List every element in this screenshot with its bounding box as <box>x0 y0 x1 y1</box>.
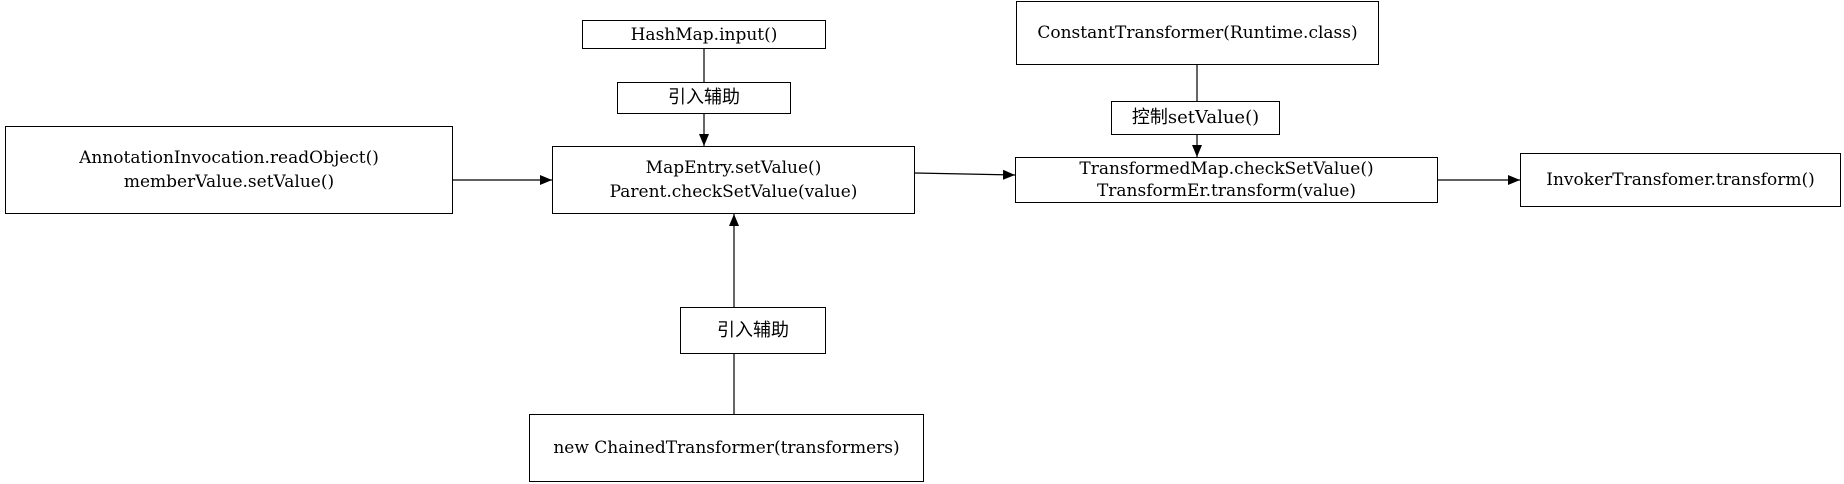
intro-helper-top-text: 引入辅助 <box>668 87 740 108</box>
intro-helper-bottom-text: 引入辅助 <box>717 319 789 341</box>
invoker-transformer-node: InvokerTransfomer.transform() <box>1520 153 1841 207</box>
transformedmap-node: TransformedMap.checkSetValue() Transform… <box>1015 157 1438 203</box>
constant-transformer-text: ConstantTransformer(Runtime.class) <box>1037 23 1358 43</box>
chained-transformer-text: new ChainedTransformer(transformers) <box>553 438 900 458</box>
annotation-invocation-node: AnnotationInvocation.readObject() member… <box>5 126 453 214</box>
intro-helper-bottom-node: 引入辅助 <box>680 307 826 354</box>
arrow-mapentry-to-transformedmap <box>914 169 1016 180</box>
transformedmap-line-2: TransformEr.transform(value) <box>1096 181 1357 201</box>
control-setvalue-node: 控制setValue() <box>1111 101 1280 135</box>
mapentry-node: MapEntry.setValue() Parent.checkSetValue… <box>552 146 915 214</box>
hashmap-input-text: HashMap.input() <box>630 24 778 45</box>
mapentry-line-1: MapEntry.setValue() <box>645 158 822 178</box>
hashmap-input-node: HashMap.input() <box>582 20 826 49</box>
transformedmap-line-1: TransformedMap.checkSetValue() <box>1079 159 1374 179</box>
invoker-transformer-text: InvokerTransfomer.transform() <box>1546 170 1815 190</box>
mapentry-line-2: Parent.checkSetValue(value) <box>609 182 858 202</box>
constant-transformer-node: ConstantTransformer(Runtime.class) <box>1016 1 1379 65</box>
chained-transformer-node: new ChainedTransformer(transformers) <box>529 414 924 482</box>
annotation-line-1: AnnotationInvocation.readObject() <box>79 148 379 168</box>
annotation-line-2: memberValue.setValue() <box>123 172 335 192</box>
control-setvalue-text: 控制setValue() <box>1131 107 1260 128</box>
intro-helper-top-node: 引入辅助 <box>617 82 791 114</box>
